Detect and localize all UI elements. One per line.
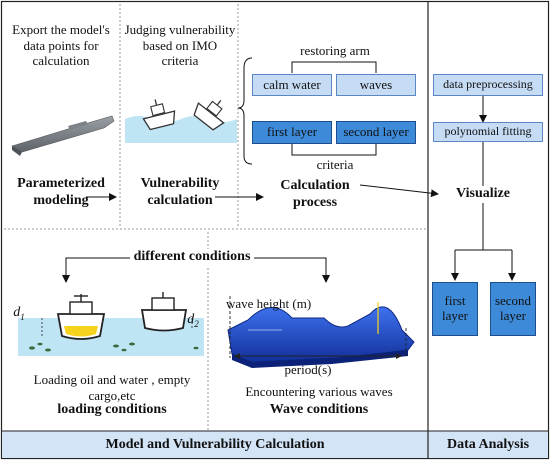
first-layer-criteria-box: first layer — [252, 121, 332, 144]
polynomial-fitting-box: polynomial fitting — [433, 122, 543, 142]
visualize-label: Visualize — [450, 186, 516, 203]
first-layer-result-box: first layer — [432, 282, 478, 336]
loading-description: Loading oil and water , empty cargo,etc — [33, 372, 191, 403]
capsizing-ships-illustration — [125, 99, 237, 143]
footer-model-calculation: Model and Vulnerability Calculation — [105, 437, 325, 452]
judge-text: Judging vulnerability based on IMO crite… — [124, 22, 236, 69]
loading-conditions-label: loading conditions — [57, 402, 167, 417]
wave-height-label: wave height (m) — [226, 296, 312, 311]
wave-conditions-illustration — [227, 296, 415, 368]
calculation-process-label: Calculation process — [280, 178, 350, 210]
vulnerability-calculation-label: Vulnerability calculation — [140, 176, 220, 208]
ship-model-illustration — [11, 115, 115, 156]
loading-conditions-illustration — [18, 292, 204, 356]
second-layer-result-box: second layer — [490, 282, 536, 336]
draft-d2-label: d2 — [187, 312, 199, 329]
data-preprocessing-box: data preprocessing — [433, 74, 543, 96]
footer-data-analysis: Data Analysis — [446, 437, 530, 452]
parameterized-modeling-label: Parameterized modeling — [17, 176, 105, 208]
wave-conditions-label: Wave conditions — [269, 402, 369, 417]
restoring-arm-label: restoring arm — [300, 43, 370, 58]
criteria-label: criteria — [316, 157, 354, 172]
encountering-text: Encountering various waves — [245, 384, 393, 399]
export-text: Export the model's data points for calcu… — [12, 22, 110, 69]
second-layer-criteria-box: second layer — [336, 121, 416, 144]
different-conditions-label: different conditions — [130, 249, 254, 266]
period-label: period(s) — [284, 362, 332, 377]
waves-box: waves — [336, 74, 416, 96]
draft-d1-label: d1 — [13, 305, 25, 322]
calm-water-box: calm water — [252, 74, 332, 96]
